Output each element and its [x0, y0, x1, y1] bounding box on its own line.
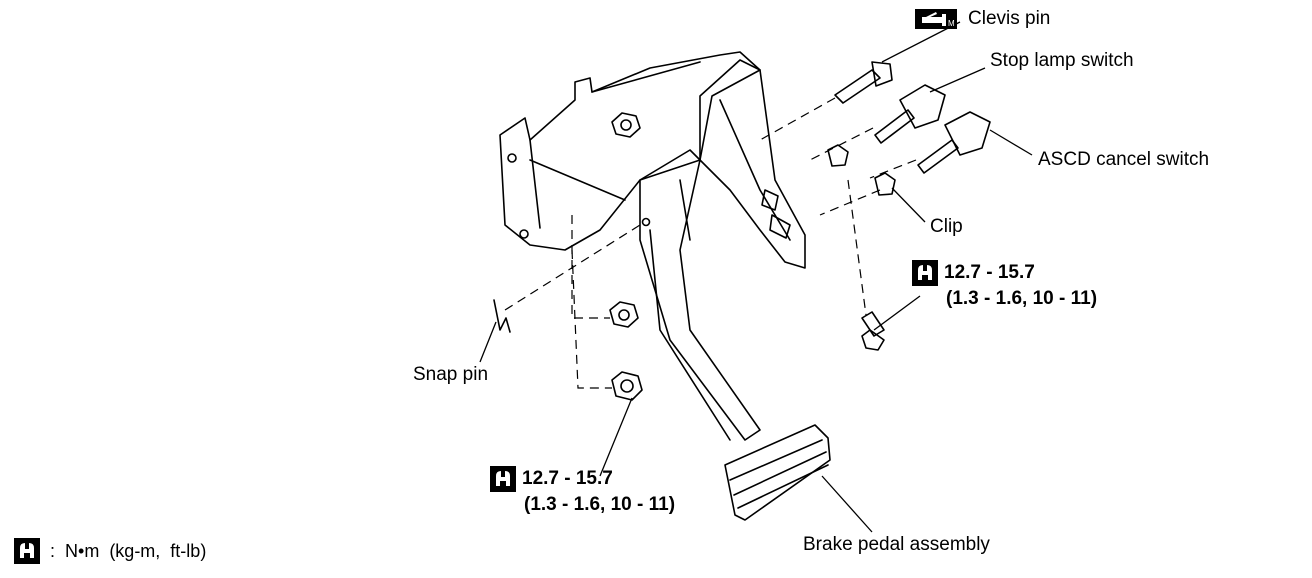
torque-bottom-value: 12.7 - 15.7	[522, 468, 613, 489]
legend-separator: :	[50, 540, 56, 561]
leader-brake-pedal	[821, 475, 873, 533]
ascd-cancel-switch-label: ASCD cancel switch	[1038, 149, 1210, 170]
pedal-arm	[639, 149, 761, 441]
leader-ascd	[989, 129, 1033, 156]
torque-wrench-icon	[912, 260, 938, 286]
pedal-bracket	[499, 51, 761, 251]
torque-spec-bottom: 12.7 - 15.7 (1.3 - 1.6, 10 - 11)	[490, 466, 675, 518]
clip-lower	[874, 172, 896, 196]
lower-nut-lower	[611, 371, 643, 401]
ascd-cancel-switch	[917, 111, 991, 174]
brake-pedal-assembly-label: Brake pedal assembly	[803, 534, 990, 555]
torque-wrench-icon	[490, 466, 516, 492]
leader-stop-lamp	[929, 67, 986, 93]
torque-spec-right: 12.7 - 15.7 (1.3 - 1.6, 10 - 11)	[912, 260, 1097, 312]
leader-bolt	[873, 295, 921, 331]
clevis-pin	[834, 61, 893, 104]
torque-bottom-alt: (1.3 - 1.6, 10 - 11)	[524, 494, 676, 515]
leader-clip	[891, 187, 926, 223]
leader-bottom-nut	[599, 397, 633, 477]
clevis-pin-label: Clevis pin	[968, 8, 1051, 29]
torque-right-value: 12.7 - 15.7	[944, 262, 1035, 283]
torque-right-alt: (1.3 - 1.6, 10 - 11)	[946, 288, 1098, 309]
clip-label: Clip	[930, 216, 963, 237]
bolt	[861, 311, 885, 351]
pedal-side-plate	[699, 59, 806, 269]
pedal-pad	[724, 424, 831, 521]
legend-units: N•m (kg-m, ft-lb)	[65, 540, 207, 561]
clip-upper	[827, 144, 849, 167]
snap-pin-label: Snap pin	[413, 364, 489, 385]
torque-wrench-icon	[14, 538, 40, 564]
stop-lamp-switch-label: Stop lamp switch	[990, 50, 1134, 71]
torque-unit-legend: : N•m (kg-m, ft-lb)	[14, 538, 206, 564]
stop-lamp-switch	[874, 84, 946, 144]
leader-snap-pin	[479, 321, 497, 363]
bracket-nut	[611, 112, 641, 138]
lower-nut-upper	[609, 301, 639, 328]
snap-pin	[493, 299, 511, 333]
svg-text:M: M	[948, 19, 955, 28]
grease-icon: M	[914, 8, 958, 30]
